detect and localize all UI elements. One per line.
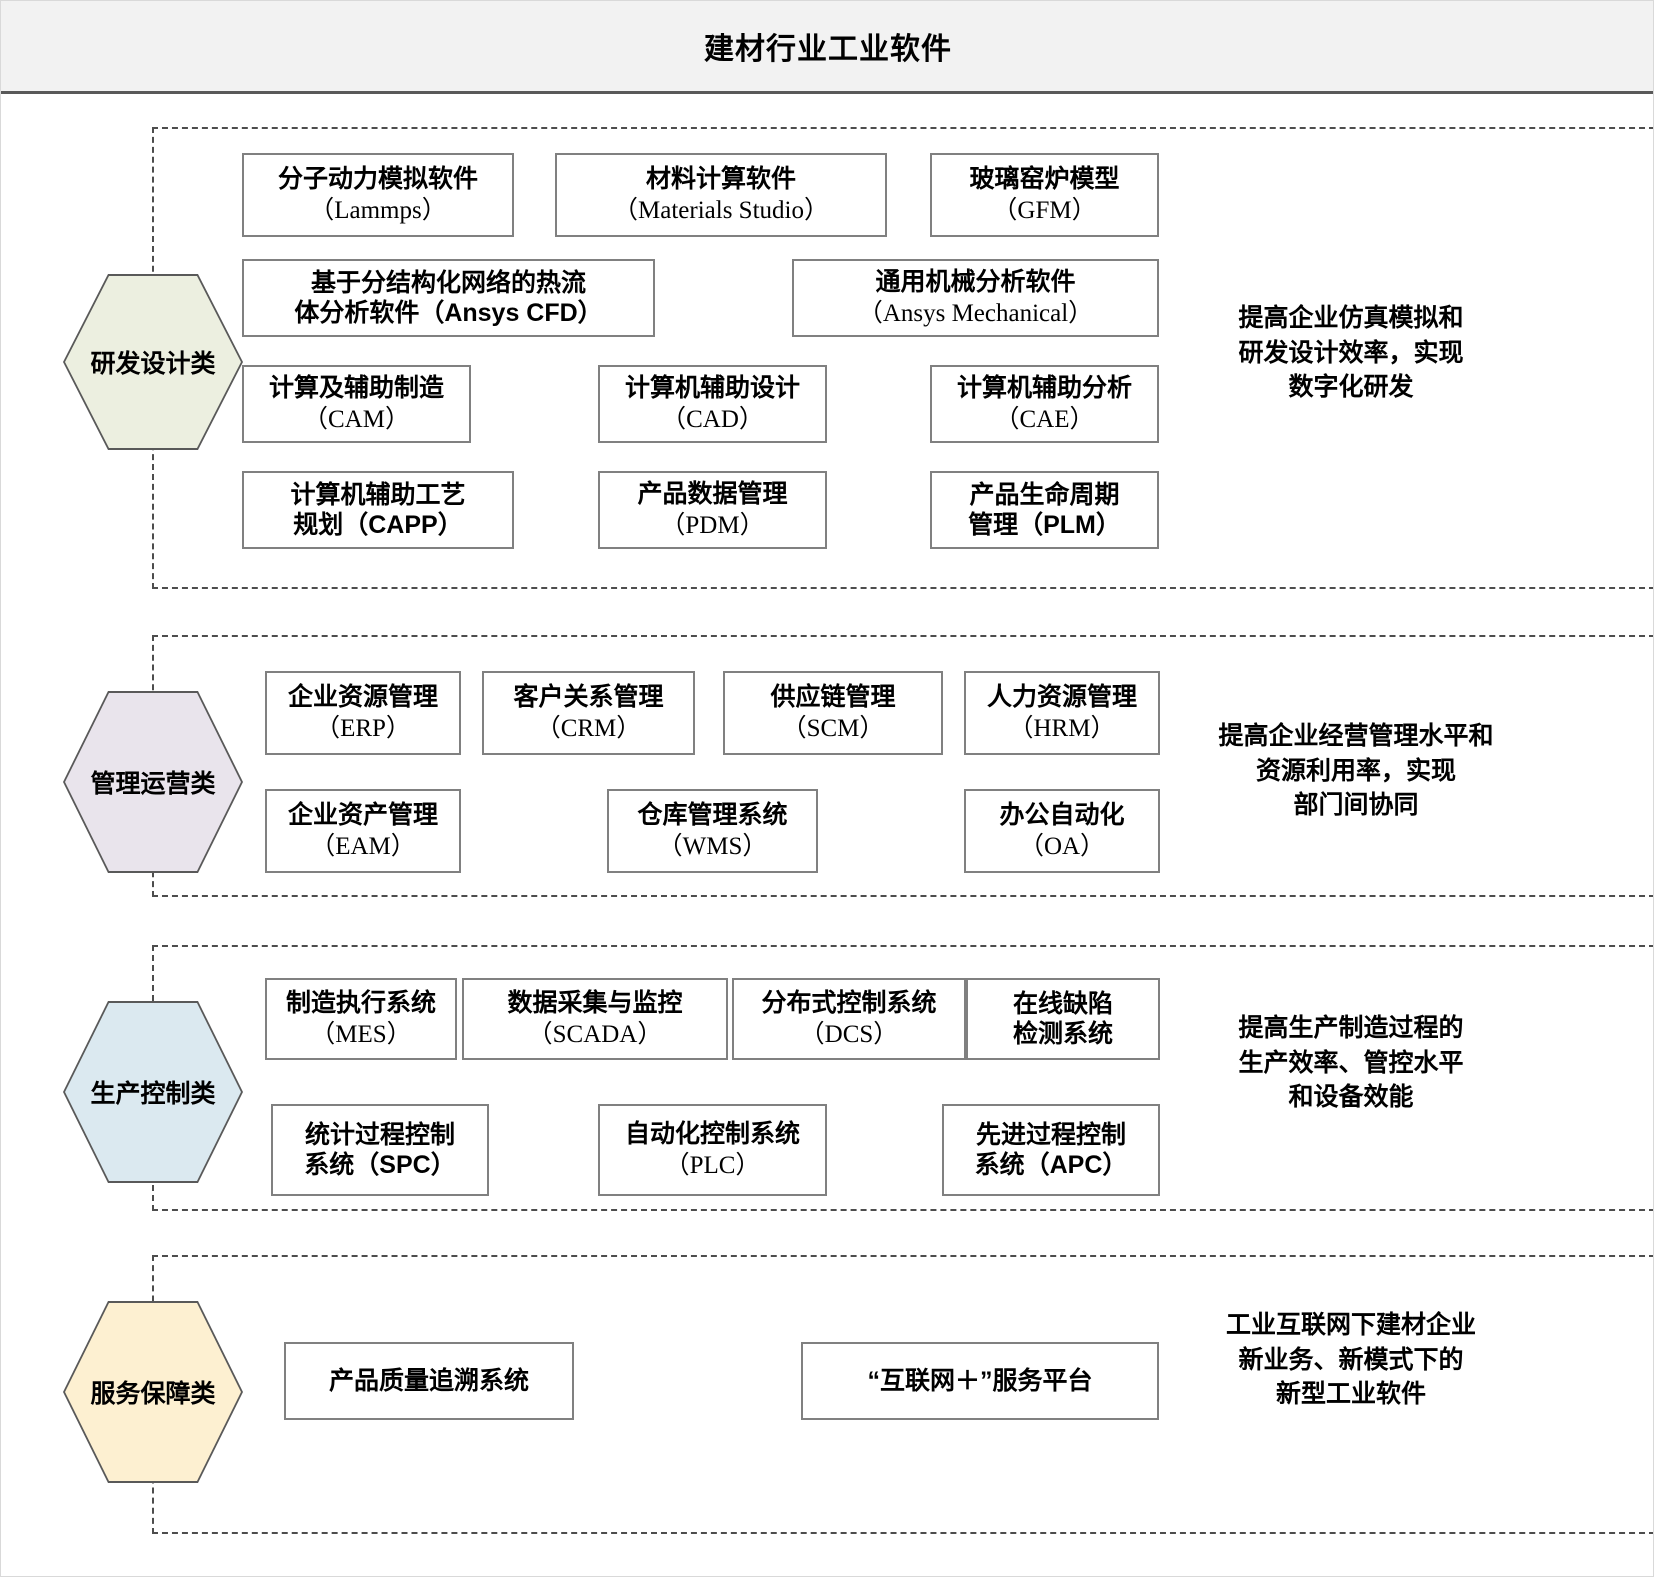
item-box-cam-text: 计算及辅助制造（CAM）: [268, 374, 444, 433]
item-box-capp-text: 计算机辅助工艺规划（CAPP）: [290, 480, 466, 540]
item-box-scm[interactable]: 供应链管理（SCM）: [723, 671, 943, 755]
hexagon-rd-design: 研发设计类: [63, 274, 243, 450]
item-box-lammps[interactable]: 分子动力模拟软件（Lammps）: [242, 153, 514, 237]
item-box-wms-text: 仓库管理系统（WMS）: [637, 801, 788, 860]
description-line: 提高企业仿真模拟和: [1238, 304, 1464, 332]
item-box-apc-text: 先进过程控制系统（APC）: [974, 1120, 1128, 1180]
item-box-cam[interactable]: 计算及辅助制造（CAM）: [242, 365, 471, 443]
item-box-internet-plus-platform-text: “互联网＋”服务平台: [867, 1366, 1093, 1395]
description-line: 和设备效能: [1288, 1083, 1414, 1111]
hexagon-production-control-label: 生产控制类: [90, 1080, 216, 1108]
item-box-quality-traceability[interactable]: 产品质量追溯系统: [284, 1342, 574, 1420]
item-box-plm[interactable]: 产品生命周期管理（PLM）: [930, 471, 1159, 549]
description-line: 部门间协同: [1293, 791, 1419, 819]
item-box-quality-traceability-text: 产品质量追溯系统: [328, 1366, 529, 1395]
item-box-ansys-mechanical-text: 通用机械分析软件（Ansys Mechanical）: [857, 268, 1094, 327]
item-box-scm-text: 供应链管理（SCM）: [770, 683, 896, 742]
item-box-materials-studio-text: 材料计算软件（Materials Studio）: [613, 165, 829, 224]
item-box-pdm[interactable]: 产品数据管理（PDM）: [598, 471, 827, 549]
item-box-online-defect-detection-text: 在线缺陷检测系统: [1012, 989, 1113, 1049]
item-box-eam[interactable]: 企业资产管理（EAM）: [265, 789, 461, 873]
description-line: 数字化研发: [1288, 373, 1414, 401]
item-box-gfm-text: 玻璃窑炉模型（GFM）: [969, 165, 1120, 224]
hexagon-mgmt-operation-fill: [65, 693, 241, 871]
group-description-production-control: 提高生产制造过程的 生产效率、管控水平 和设备效能: [1186, 1011, 1516, 1115]
item-box-dcs[interactable]: 分布式控制系统（DCS）: [732, 978, 966, 1060]
hexagon-production-control: 生产控制类: [63, 1001, 243, 1183]
description-line: 工业互联网下建材企业: [1225, 1311, 1476, 1339]
item-box-crm-text: 客户关系管理（CRM）: [513, 683, 664, 742]
item-box-erp[interactable]: 企业资源管理（ERP）: [265, 671, 461, 755]
description-line: 生产效率、管控水平: [1238, 1048, 1464, 1077]
item-box-hrm-text: 人力资源管理（HRM）: [986, 683, 1137, 742]
item-box-plc[interactable]: 自动化控制系统（PLC）: [598, 1104, 827, 1196]
item-box-capp[interactable]: 计算机辅助工艺规划（CAPP）: [242, 471, 514, 549]
item-box-gfm[interactable]: 玻璃窑炉模型（GFM）: [930, 153, 1159, 237]
group-description-mgmt-operation: 提高企业经营管理水平和 资源利用率，实现 部门间协同: [1186, 719, 1526, 823]
description-line: 提高企业经营管理水平和: [1218, 722, 1494, 750]
description-line: 研发设计效率，实现: [1238, 338, 1464, 367]
item-box-plm-text: 产品生命周期管理（PLM）: [968, 480, 1121, 540]
item-box-erp-text: 企业资源管理（ERP）: [287, 683, 438, 742]
item-box-crm[interactable]: 客户关系管理（CRM）: [482, 671, 695, 755]
item-box-oa[interactable]: 办公自动化（OA）: [964, 789, 1160, 873]
item-box-pdm-text: 产品数据管理（PDM）: [637, 480, 788, 539]
item-box-cae-text: 计算机辅助分析（CAE）: [956, 374, 1132, 433]
description-line: 新业务、新模式下的: [1238, 1345, 1464, 1374]
item-box-ansys-mechanical[interactable]: 通用机械分析软件（Ansys Mechanical）: [792, 259, 1159, 337]
item-box-dcs-text: 分布式控制系统（DCS）: [761, 989, 937, 1048]
description-line: 资源利用率，实现: [1255, 756, 1456, 785]
item-box-oa-text: 办公自动化（OA）: [999, 801, 1125, 860]
item-box-ansys-cfd-text: 基于分结构化网络的热流体分析软件（Ansys CFD）: [294, 268, 603, 328]
item-box-cad[interactable]: 计算机辅助设计（CAD）: [598, 365, 827, 443]
hexagon-service-assurance: 服务保障类: [63, 1301, 243, 1483]
item-box-plc-text: 自动化控制系统（PLC）: [624, 1120, 800, 1179]
item-box-spc[interactable]: 统计过程控制系统（SPC）: [271, 1104, 489, 1196]
description-line: 新型工业软件: [1275, 1380, 1426, 1408]
item-box-scada[interactable]: 数据采集与监控（SCADA）: [462, 978, 728, 1060]
item-box-materials-studio[interactable]: 材料计算软件（Materials Studio）: [555, 153, 887, 237]
item-box-apc[interactable]: 先进过程控制系统（APC）: [942, 1104, 1160, 1196]
item-box-spc-text: 统计过程控制系统（SPC）: [304, 1120, 456, 1180]
item-box-lammps-text: 分子动力模拟软件（Lammps）: [277, 165, 478, 224]
hexagon-service-assurance-label: 服务保障类: [90, 1380, 216, 1408]
item-box-internet-plus-platform[interactable]: “互联网＋”服务平台: [801, 1342, 1159, 1420]
item-box-cae[interactable]: 计算机辅助分析（CAE）: [930, 365, 1159, 443]
hexagon-rd-design-label: 研发设计类: [90, 350, 216, 378]
group-description-rd-design: 提高企业仿真模拟和 研发设计效率，实现 数字化研发: [1186, 301, 1516, 405]
item-box-mes-text: 制造执行系统（MES）: [285, 989, 436, 1048]
item-box-wms[interactable]: 仓库管理系统（WMS）: [607, 789, 818, 873]
item-box-online-defect-detection[interactable]: 在线缺陷检测系统: [966, 978, 1160, 1060]
item-box-cad-text: 计算机辅助设计（CAD）: [624, 374, 800, 433]
item-box-ansys-cfd[interactable]: 基于分结构化网络的热流体分析软件（Ansys CFD）: [242, 259, 655, 337]
item-box-mes[interactable]: 制造执行系统（MES）: [265, 978, 457, 1060]
hexagon-mgmt-operation-label: 管理运营类: [90, 770, 216, 798]
item-box-scada-text: 数据采集与监控（SCADA）: [507, 989, 683, 1048]
description-line: 提高生产制造过程的: [1238, 1014, 1464, 1042]
item-box-hrm[interactable]: 人力资源管理（HRM）: [964, 671, 1160, 755]
item-box-eam-text: 企业资产管理（EAM）: [287, 801, 438, 860]
diagram-title-bar: 建材行业工业软件: [1, 1, 1653, 94]
group-description-service-assurance: 工业互联网下建材企业 新业务、新模式下的 新型工业软件: [1186, 1308, 1516, 1412]
page-title: 建材行业工业软件: [704, 33, 952, 66]
